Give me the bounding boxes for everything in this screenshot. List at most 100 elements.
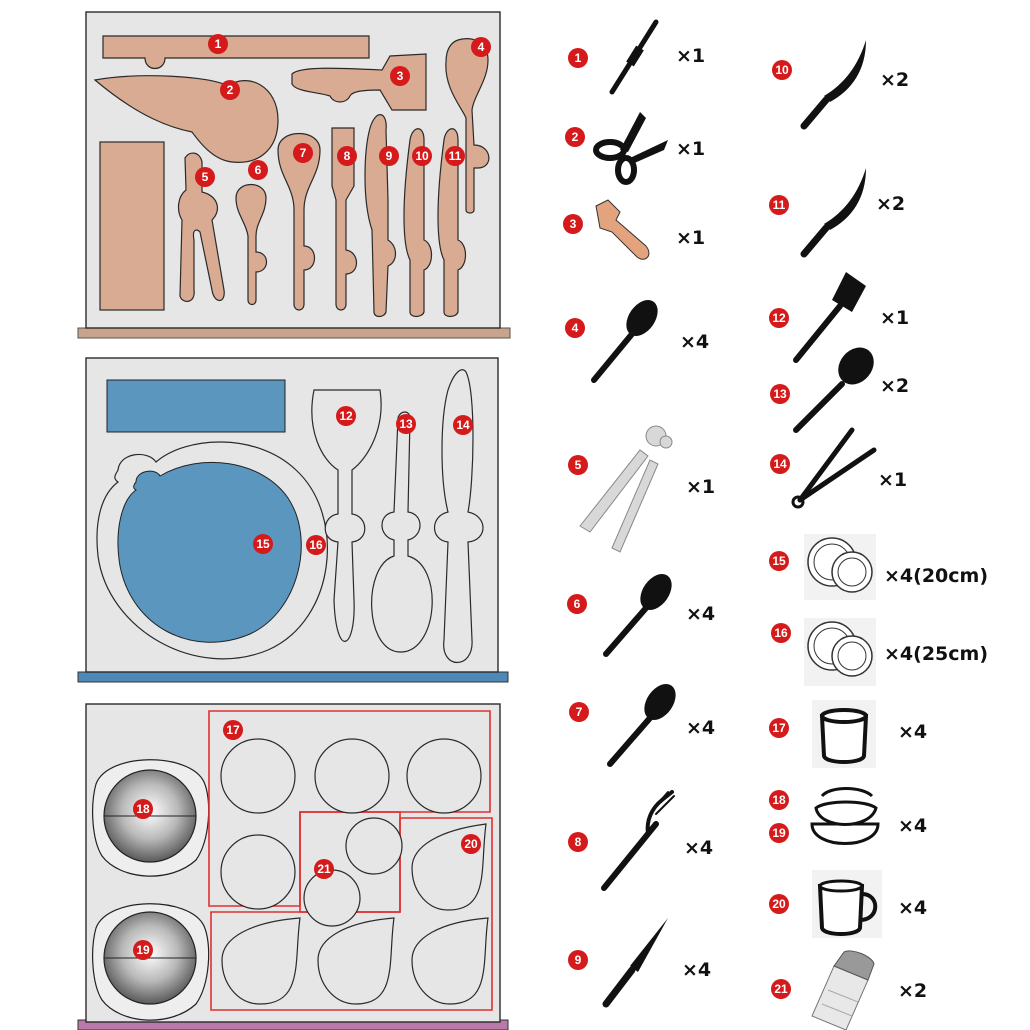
bowls-icon bbox=[810, 787, 880, 845]
salt-shaker-icon bbox=[811, 950, 875, 1030]
svg-text:×4: ×4 bbox=[898, 897, 927, 919]
svg-text:×4: ×4 bbox=[898, 815, 927, 837]
legend-item-10: 10 ×2 bbox=[772, 40, 909, 130]
badge-15: 15 bbox=[253, 534, 273, 554]
svg-text:×1: ×1 bbox=[676, 45, 705, 67]
svg-text:8: 8 bbox=[575, 835, 582, 849]
svg-text:12: 12 bbox=[772, 311, 786, 325]
svg-text:5: 5 bbox=[575, 458, 582, 472]
svg-text:11: 11 bbox=[773, 198, 786, 212]
legend-item-1: 1 ×1 bbox=[568, 19, 705, 95]
svg-text:×4: ×4 bbox=[686, 717, 715, 739]
mug-slot bbox=[411, 917, 489, 1005]
legend-item-7: 7 ×4 bbox=[569, 683, 715, 767]
scissors-icon bbox=[593, 112, 668, 185]
svg-text:4: 4 bbox=[572, 321, 579, 335]
middle-tray bbox=[77, 357, 509, 683]
cup-slot bbox=[220, 738, 296, 814]
svg-text:×2: ×2 bbox=[880, 69, 909, 91]
svg-text:14: 14 bbox=[456, 418, 470, 432]
svg-text:×4(25cm): ×4(25cm) bbox=[884, 643, 988, 665]
svg-text:10: 10 bbox=[415, 149, 429, 163]
legend-item-6: 6 ×4 bbox=[567, 573, 715, 657]
legend-item-15: 15 ×4(20cm) bbox=[769, 534, 988, 600]
badge-14: 14 bbox=[453, 415, 473, 435]
badge-12: 12 bbox=[336, 406, 356, 426]
spoon-icon bbox=[591, 299, 658, 383]
legend-item-17: 17 ×4 bbox=[769, 700, 927, 768]
svg-text:8: 8 bbox=[344, 149, 351, 163]
top-tray bbox=[77, 11, 511, 339]
svg-text:×4(20cm): ×4(20cm) bbox=[884, 565, 988, 587]
tray-block-blue bbox=[106, 379, 286, 433]
svg-text:20: 20 bbox=[772, 897, 786, 911]
mug-slot bbox=[221, 917, 301, 1005]
svg-text:×4: ×4 bbox=[680, 331, 709, 353]
badge-2: 2 bbox=[220, 80, 240, 100]
badge-17: 17 bbox=[223, 720, 243, 740]
shaker-slot bbox=[345, 817, 403, 875]
svg-text:21: 21 bbox=[317, 862, 331, 876]
svg-text:7: 7 bbox=[576, 705, 583, 719]
slot-9-cutout bbox=[364, 114, 397, 318]
slot-10-cutout bbox=[403, 128, 433, 318]
svg-text:4: 4 bbox=[478, 40, 485, 54]
slot-13-cutout bbox=[371, 411, 433, 653]
svg-text:×4: ×4 bbox=[684, 837, 713, 859]
svg-text:17: 17 bbox=[772, 721, 786, 735]
badge-13: 13 bbox=[396, 414, 416, 434]
svg-text:13: 13 bbox=[399, 417, 413, 431]
svg-text:21: 21 bbox=[774, 982, 788, 996]
badge-10: 10 bbox=[412, 146, 432, 166]
slot-1-cutout bbox=[102, 35, 370, 70]
svg-text:16: 16 bbox=[309, 538, 323, 552]
svg-text:×1: ×1 bbox=[880, 307, 909, 329]
cup-slot bbox=[314, 738, 390, 814]
svg-text:20: 20 bbox=[464, 837, 478, 851]
svg-text:16: 16 bbox=[774, 626, 788, 640]
badge-18: 18 bbox=[133, 799, 153, 819]
slot-4-cutout bbox=[445, 38, 490, 214]
tongs-icon bbox=[791, 427, 877, 509]
cup-slot bbox=[406, 738, 482, 814]
badge-5: 5 bbox=[195, 167, 215, 187]
slot-8-cutout bbox=[331, 127, 358, 311]
svg-text:2: 2 bbox=[227, 83, 234, 97]
badge-21: 21 bbox=[314, 859, 334, 879]
chef-knife-icon bbox=[800, 168, 866, 258]
svg-text:×1: ×1 bbox=[878, 469, 907, 491]
badge-20: 20 bbox=[461, 834, 481, 854]
legend-item-16: 16 ×4(25cm) bbox=[771, 618, 988, 686]
legend-item-2: 2 ×1 bbox=[565, 112, 705, 185]
slot-block-cutout bbox=[99, 141, 165, 311]
svg-text:×4: ×4 bbox=[898, 721, 927, 743]
badge-19: 19 bbox=[133, 940, 153, 960]
legend-item-14: 14 ×1 bbox=[770, 427, 907, 509]
svg-text:6: 6 bbox=[574, 597, 581, 611]
spatula-icon bbox=[793, 272, 866, 363]
svg-text:×2: ×2 bbox=[880, 375, 909, 397]
bottom-tray bbox=[77, 703, 509, 1030]
fork-icon bbox=[601, 790, 675, 891]
svg-text:3: 3 bbox=[570, 217, 577, 231]
svg-text:9: 9 bbox=[386, 149, 393, 163]
legend-item-18-19: 18 19 ×4 bbox=[769, 787, 927, 845]
plates-icon bbox=[804, 534, 876, 600]
peeler-icon bbox=[595, 199, 650, 260]
svg-text:×1: ×1 bbox=[676, 227, 705, 249]
svg-text:15: 15 bbox=[256, 537, 270, 551]
slot-6-cutout bbox=[235, 184, 268, 306]
spoon-icon bbox=[603, 573, 672, 657]
svg-text:1: 1 bbox=[215, 37, 222, 51]
svg-text:11: 11 bbox=[449, 149, 462, 163]
badge-4: 4 bbox=[471, 37, 491, 57]
svg-text:7: 7 bbox=[300, 146, 307, 160]
slot-5-cutout bbox=[177, 152, 225, 302]
shaker-slot bbox=[303, 869, 361, 927]
legend-left: 1 ×1 2 ×1 3 ×1 4 ×4 5 bbox=[563, 19, 715, 1008]
svg-text:6: 6 bbox=[255, 163, 262, 177]
sharpening-rod-icon bbox=[609, 19, 659, 95]
legend-right: 10 ×2 11 ×2 12 ×1 13 ×2 14 bbox=[769, 40, 988, 1030]
svg-text:12: 12 bbox=[339, 409, 353, 423]
